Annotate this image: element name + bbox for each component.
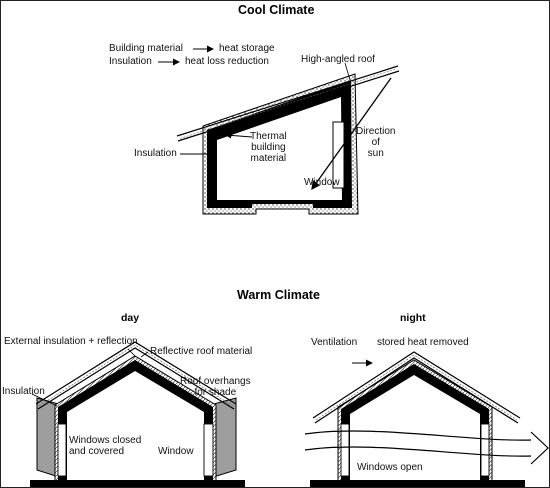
label-direction-of-sun: Direction of sun <box>356 126 396 159</box>
label-roof-overhangs: Roof overhangs for shade <box>180 376 251 398</box>
day-left-window <box>57 423 67 477</box>
label-day-window: Window <box>158 446 194 457</box>
cool-window <box>332 121 345 189</box>
label-cool-insulation: Insulation <box>134 148 177 159</box>
label-windows-open: Windows open <box>357 462 423 473</box>
night-right-window <box>480 423 490 477</box>
legend-heat-storage: heat storage <box>219 43 275 54</box>
sun-direction-arrow <box>311 77 392 191</box>
day-right-window <box>203 423 214 477</box>
label-stored-heat-removed: stored heat removed <box>377 337 469 348</box>
label-thermal-building-material: Thermal building material <box>250 131 287 164</box>
day-heading: day <box>121 312 140 324</box>
label-ventilation: Ventilation <box>311 337 358 348</box>
label-high-angled-roof: High-angled roof <box>301 54 375 65</box>
label-day-insulation: Insulation <box>2 386 45 397</box>
legend-heat-loss-reduction: heat loss reduction <box>185 56 269 67</box>
cool-interior <box>217 97 342 200</box>
warm-day-house <box>30 341 245 487</box>
warm-night-house <box>304 351 549 487</box>
legend-building-material: Building material <box>109 43 183 54</box>
legend-insulation: Insulation <box>109 56 152 67</box>
label-cool-window: Window <box>304 177 340 188</box>
warm-climate-title: Warm Climate <box>237 288 320 302</box>
night-left-window <box>340 423 350 477</box>
label-external-insulation-reflection: External insulation + reflection <box>4 336 138 347</box>
night-heading: night <box>400 312 426 324</box>
label-windows-closed: Windows closed and covered <box>69 435 142 457</box>
cool-climate-title: Cool Climate <box>238 3 315 17</box>
airflow-arrow <box>530 431 549 465</box>
label-reflective-roof-material: Reflective roof material <box>150 346 253 357</box>
cool-house <box>176 62 400 215</box>
